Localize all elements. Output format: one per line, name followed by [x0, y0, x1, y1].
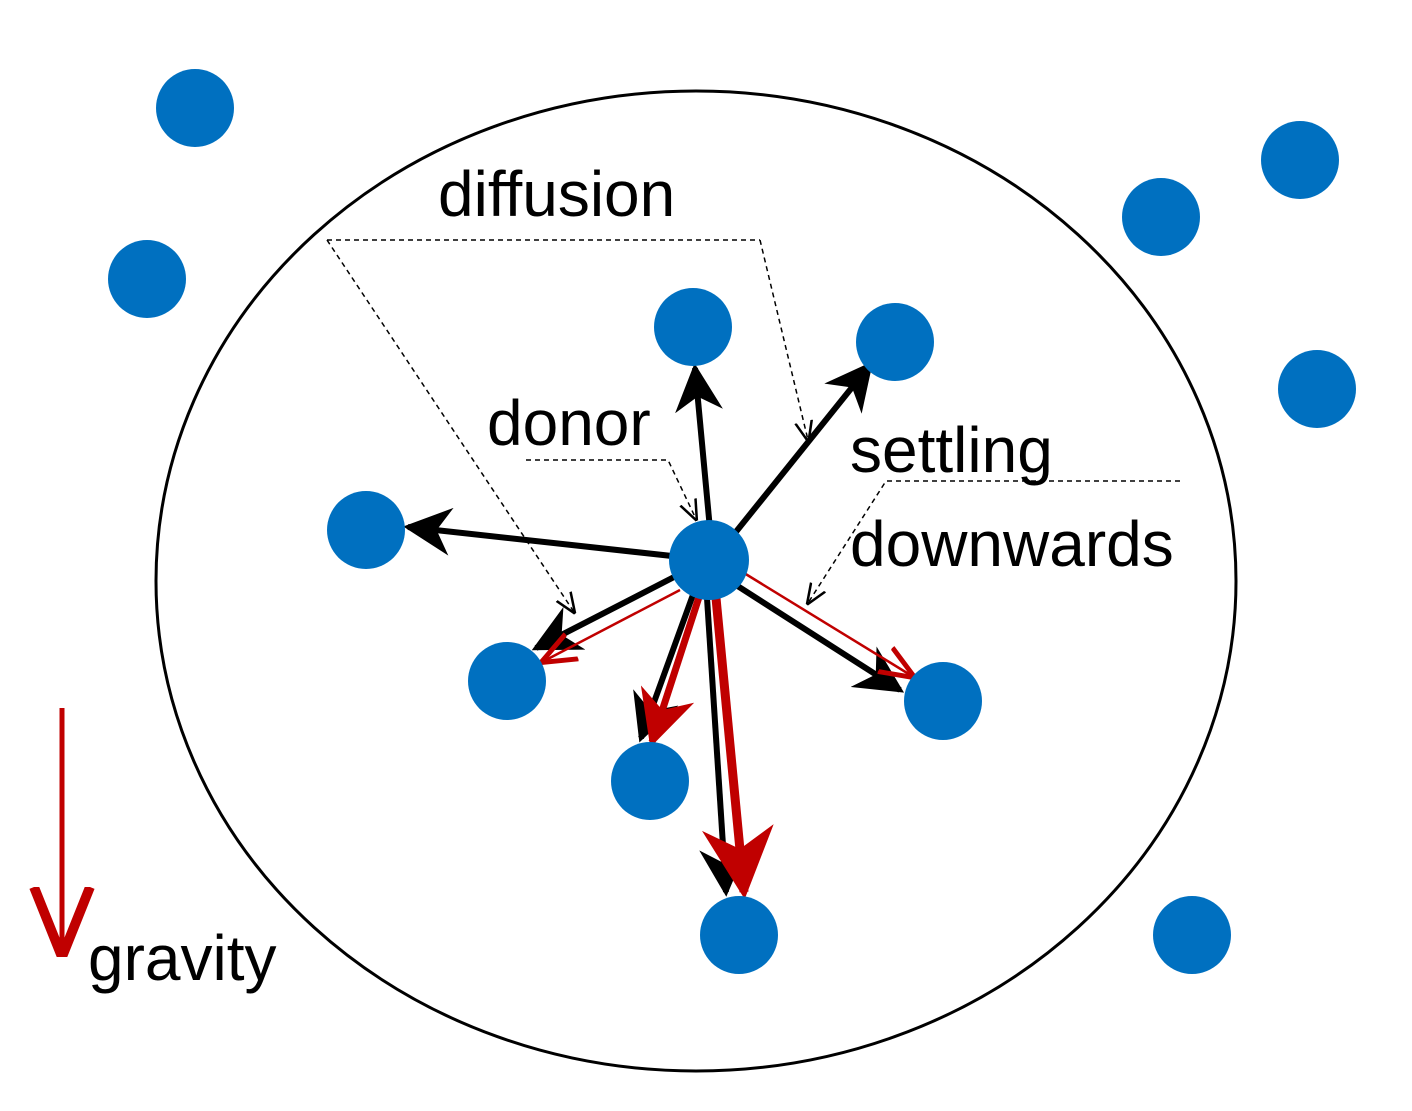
diffusion-leader-right-branch — [759, 239, 808, 440]
particle — [1122, 178, 1200, 256]
diffusion-arrow-down-short — [633, 590, 697, 743]
downwards-label: downwards — [850, 508, 1174, 580]
diffusion-arrow-lowerright — [734, 582, 905, 693]
diffusion-arrow-up — [675, 363, 723, 541]
neighbourhood-circle — [154, 89, 1238, 1073]
settling-arrow-down-short — [640, 592, 704, 748]
particle — [904, 662, 982, 740]
particle — [108, 240, 186, 318]
particle — [700, 896, 778, 974]
particle — [1278, 350, 1356, 428]
particle — [856, 303, 934, 381]
settling-arrow-lowerleft — [544, 588, 681, 661]
diffusion-arrow-upright — [732, 361, 874, 535]
particle — [156, 69, 234, 147]
particle — [611, 742, 689, 820]
diffusion-leader-left-branch — [326, 239, 574, 612]
settling-arrow-lowerright — [743, 571, 912, 676]
settling-arrows — [544, 571, 912, 900]
settling-arrow-down-long — [702, 597, 774, 900]
settling-label: settling — [850, 414, 1053, 486]
donor-label: donor — [487, 387, 651, 459]
inner-particles — [327, 288, 982, 974]
particle — [1261, 121, 1339, 199]
particle — [1153, 896, 1231, 974]
diffusion-arrow-left — [403, 507, 673, 559]
diffusion-arrows — [403, 361, 905, 897]
particle — [468, 642, 546, 720]
leader-lines — [326, 239, 1180, 612]
gravity-label: gravity — [88, 922, 277, 994]
outer-particles — [108, 69, 1356, 974]
particle — [327, 491, 405, 569]
diffusion-label: diffusion — [438, 158, 675, 230]
settling-leader — [808, 480, 1180, 603]
donor-particle — [669, 520, 749, 600]
particle — [654, 288, 732, 366]
donor-leader — [526, 459, 696, 519]
